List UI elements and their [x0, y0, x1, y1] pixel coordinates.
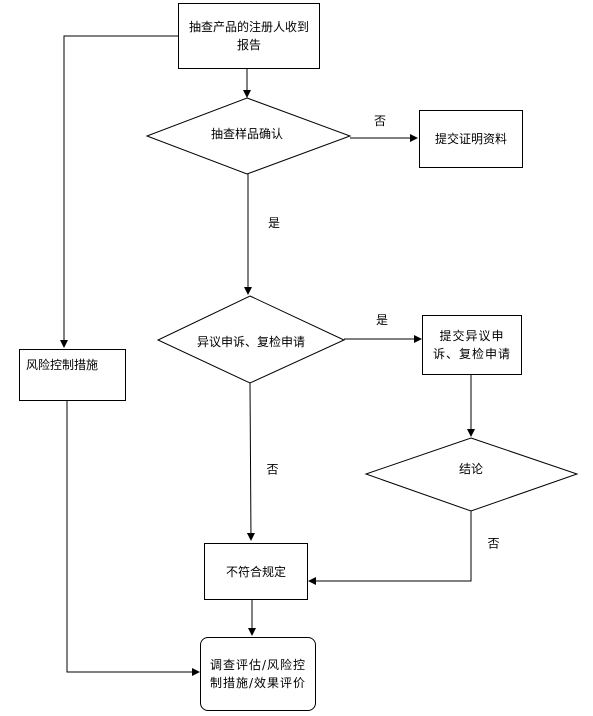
confirm-diamond-label: 抽查样品确认 — [210, 127, 283, 141]
conclusion-diamond-label: 结论 — [458, 462, 483, 476]
risk-control-node: 风险控制措施 — [19, 349, 126, 401]
edge-label-no-conclusion: 否 — [486, 537, 500, 549]
edge-label-yes-objection: 是 — [376, 313, 389, 327]
objection-diamond — [156, 295, 346, 384]
submit-proof-node: 提交证明资料 — [419, 110, 523, 168]
conclusion-diamond — [364, 437, 579, 512]
objection-diamond-label: 异议申诉、复检申请 — [196, 335, 305, 349]
arrow-start-to-risk-control — [60, 35, 178, 348]
noncompliant-node: 不符合规定 — [204, 543, 308, 600]
edge-label-no-proof: 否 — [374, 114, 387, 128]
evaluate-node: 调查评估/风险控制措施/效果评价 — [200, 637, 316, 711]
arrow-conclusion-to-noncompliant — [308, 510, 472, 585]
start-node: 抽查产品的注册人收到报告 — [178, 3, 320, 69]
arrow-risk-control-to-evaluate — [66, 400, 200, 676]
edge-label-no-objection: 否 — [265, 463, 279, 475]
confirm-diamond — [145, 97, 352, 175]
arrow-objection-to-noncompliant — [246, 382, 255, 541]
edge-label-yes-confirm: 是 — [268, 216, 281, 230]
submit-objection-node: 提交异议申诉、复检申请 — [422, 315, 522, 375]
